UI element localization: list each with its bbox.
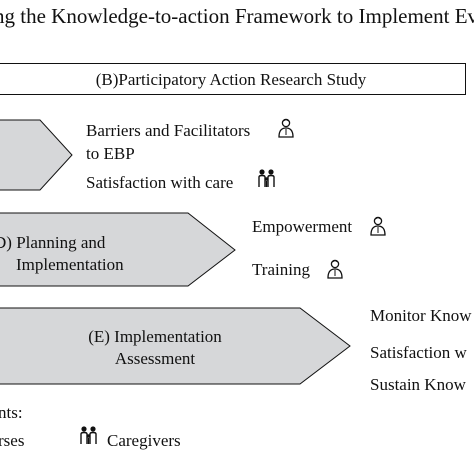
diagram-title: ng the Knowledge-to-action Framework to … [0, 4, 474, 28]
training-text: Training [252, 260, 310, 279]
nurse-icon [370, 216, 386, 236]
stage-d-label-line-2: Implementation [16, 255, 124, 274]
stage-d-label-line-1: D) Planning and [0, 233, 106, 252]
stage-e-label-line-2: Assessment [114, 349, 196, 368]
stage-c-arrow [0, 119, 73, 191]
sustain-knowledge-text: Sustain Know [370, 375, 466, 394]
legend-caregivers-label: Caregivers [107, 431, 181, 450]
legend-nurses-label: rses [0, 431, 25, 450]
barriers-facilitators-line-2: to EBP [86, 144, 135, 163]
caregivers-icon [80, 426, 97, 444]
satisfaction-text: Satisfaction w [370, 343, 467, 362]
empowerment-text: Empowerment [252, 217, 353, 236]
caregivers-icon [258, 169, 275, 187]
satisfaction-with-care-text: Satisfaction with care [86, 173, 234, 192]
participatory-action-research-label: (B)Participatory Action Research Study [95, 70, 367, 89]
stage-e-arrow [0, 307, 351, 385]
stage-d-arrow [0, 212, 236, 287]
nurse-icon [327, 259, 343, 279]
barriers-facilitators-line-1: Barriers and Facilitators [86, 121, 251, 140]
participatory-action-research-box: (B)Participatory Action Research Study [0, 63, 466, 95]
monitor-knowledge-text: Monitor Know [370, 306, 472, 325]
nurse-icon [278, 118, 294, 138]
legend-title: nts: [0, 403, 23, 422]
stage-e-label-line-1: (E) Implementation [88, 327, 222, 346]
